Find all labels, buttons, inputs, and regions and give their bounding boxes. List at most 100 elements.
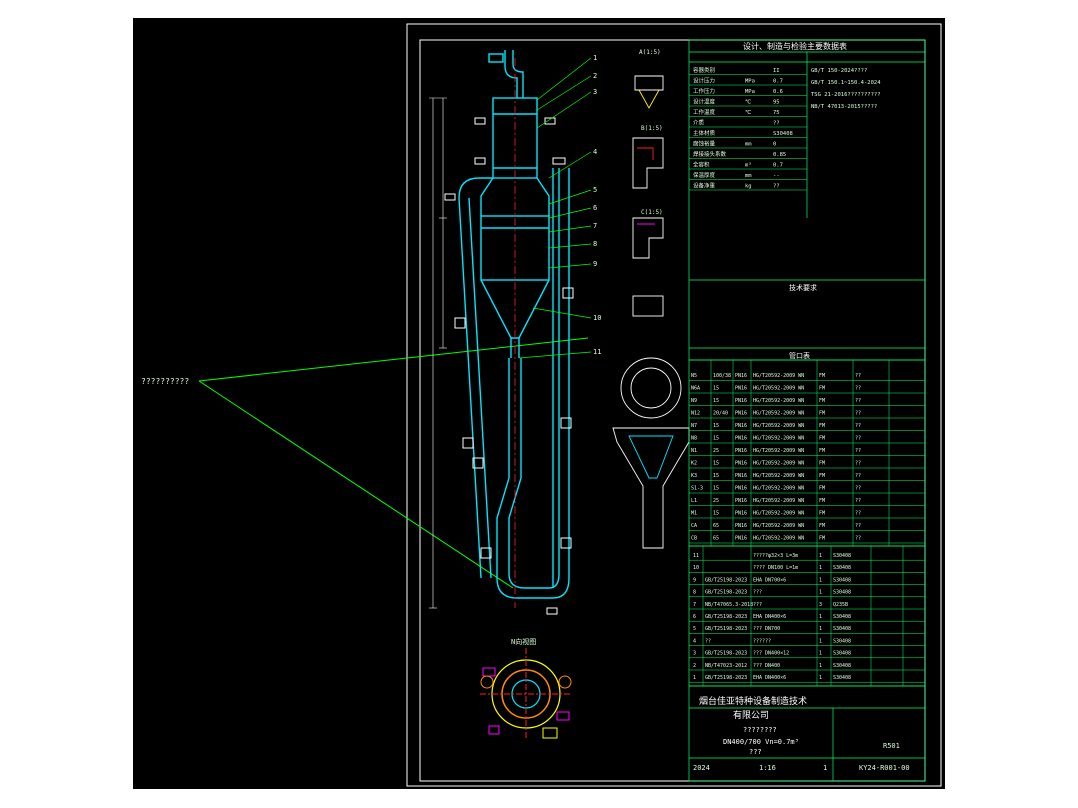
part-cell: ??? DN400×12 — [753, 651, 789, 657]
year: 2024 — [693, 764, 710, 772]
nozzle-cell: ?? — [855, 511, 861, 517]
nozzle-cell: FM — [819, 461, 825, 467]
part-cell: ?????φ32×3 L=3m — [753, 553, 798, 559]
nozzle-cell: L1 — [691, 498, 697, 504]
nozzle-cell: 15 — [713, 461, 719, 467]
param-cell: II — [773, 68, 780, 74]
param-cell: 0.85 — [773, 152, 786, 158]
dimension-lines — [429, 97, 447, 609]
svg-text:8: 8 — [593, 240, 597, 248]
param-cell: S30408 — [773, 131, 793, 137]
part-cell: S30408 — [833, 614, 851, 620]
part-cell: GB/T25198-2023 — [705, 577, 747, 583]
part-cell: 1 — [819, 590, 822, 596]
param-cell: 全容积 — [693, 161, 710, 169]
part-cell: EHA DN700×6 — [753, 577, 786, 583]
param-cell: kg — [745, 184, 752, 190]
design-params-title: 设计、制造与检验主要数据表 — [743, 41, 847, 51]
param-cell: mm — [745, 173, 752, 179]
svg-text:B(1:5): B(1:5) — [641, 125, 663, 132]
detail-views[interactable] — [612, 75, 690, 549]
svg-text:5: 5 — [593, 186, 597, 194]
param-cell: 介质 — [693, 119, 705, 127]
param-cell: 设计压力 — [693, 77, 715, 85]
standard-line: NB/T 47013-2015????? — [811, 104, 877, 110]
equipment-spec: DN400/700 Vn=0.7m³ — [723, 738, 799, 746]
part-cell: 3 — [819, 602, 822, 608]
svg-text:10: 10 — [593, 314, 601, 322]
nozzle-cell: N5 — [691, 373, 697, 379]
param-cell: ℃ — [745, 100, 752, 106]
nozzle-cell: PN16 — [735, 373, 747, 379]
part-cell: NB/T47023-2012 — [705, 663, 747, 669]
nozzle-cell: ?? — [855, 398, 861, 404]
svg-text:A(1:5): A(1:5) — [639, 49, 661, 56]
nozzle-cell: ?? — [855, 436, 861, 442]
plan-view[interactable] — [480, 648, 572, 740]
param-cell: 容器类别 — [693, 66, 715, 74]
nozzle-cell: ?? — [855, 373, 861, 379]
nozzle-cell: HG/T20592-2009 WN — [753, 523, 804, 529]
nozzle-cell: M1 — [691, 511, 697, 517]
param-cell: m³ — [745, 162, 752, 169]
nozzle-cell: 25 — [713, 448, 719, 454]
nozzle-cell: 65 — [713, 536, 719, 542]
nozzle-cell: N8 — [691, 436, 697, 442]
nozzle-cell: 15 — [713, 386, 719, 392]
standard-line: GB/T 150-2024???? — [811, 68, 867, 74]
drawing-svg: ?????????? — [141, 23, 942, 787]
nozzle-cell: PN16 — [735, 536, 747, 542]
part-cell: EHA DN400×6 — [753, 614, 786, 620]
nozzle-cell: FM — [819, 436, 825, 442]
nozzle-cell: PN16 — [735, 436, 747, 442]
svg-text:11: 11 — [593, 348, 601, 356]
standard-lines: GB/T 150-2024????GB/T 150.1~150.4-2024TS… — [811, 68, 881, 110]
part-balloons — [518, 57, 592, 359]
part-cell: S30408 — [833, 638, 851, 644]
nozzle-cell: PN16 — [735, 523, 747, 529]
param-cell: 腐蚀裕量 — [693, 140, 716, 148]
vessel-elevation[interactable] — [458, 50, 570, 599]
part-cell: EHA DN400×6 — [753, 675, 786, 681]
part-cell: 1 — [819, 553, 822, 559]
part-cell: 11 — [693, 553, 699, 559]
nozzle-cell: HG/T20592-2009 WN — [753, 498, 804, 504]
part-cell: 7 — [693, 602, 696, 608]
param-cell: 0.6 — [773, 89, 783, 95]
part-cell: 1 — [819, 565, 822, 571]
nozzle-cell: ?? — [855, 523, 861, 529]
nozzle-cell: PN16 — [735, 511, 747, 517]
param-cell: 设备净重 — [693, 182, 716, 190]
nozzle-cell: ?? — [855, 448, 861, 454]
nozzle-cell: HG/T20592-2009 WN — [753, 436, 804, 442]
param-cell: ?? — [773, 121, 780, 127]
part-cell: GB/T25198-2023 — [705, 675, 747, 681]
part-cell: 6 — [693, 614, 696, 620]
part-cell: ??? DN700 — [753, 626, 780, 632]
part-cell: GB/T25198-2023 — [705, 626, 747, 632]
part-cell: ??? — [753, 590, 762, 596]
drawing-type: ??? — [749, 748, 762, 756]
vessel-nozzles[interactable] — [444, 117, 574, 615]
param-cell: MPa — [745, 89, 755, 95]
part-cell: ??? DN400 — [753, 663, 780, 669]
nozzle-cell: HG/T20592-2009 WN — [753, 423, 804, 429]
nozzle-cell: FM — [819, 498, 825, 504]
nozzle-cell: PN16 — [735, 398, 747, 404]
balloon-labels: 1 2 3 4 5 6 7 8 9 10 11 — [593, 54, 601, 356]
nozzle-cell: FM — [819, 373, 825, 379]
nozzle-cell: HG/T20592-2009 WN — [753, 373, 804, 379]
param-cell: 工作温度 — [693, 108, 716, 116]
nozzle-cell: N1 — [691, 448, 697, 454]
drawing-canvas[interactable]: ?????????? — [133, 18, 945, 789]
nozzle-cell: FM — [819, 536, 825, 542]
tables — [688, 39, 926, 782]
nozzle-cell: K2 — [691, 461, 697, 467]
part-cell: 1 — [819, 614, 822, 620]
part-cell: S30408 — [833, 651, 851, 657]
nozzle-cell: 15 — [713, 423, 719, 429]
part-cell: 2 — [693, 663, 696, 669]
param-cell: mm — [745, 142, 752, 148]
param-cell: 设计温度 — [693, 98, 716, 106]
